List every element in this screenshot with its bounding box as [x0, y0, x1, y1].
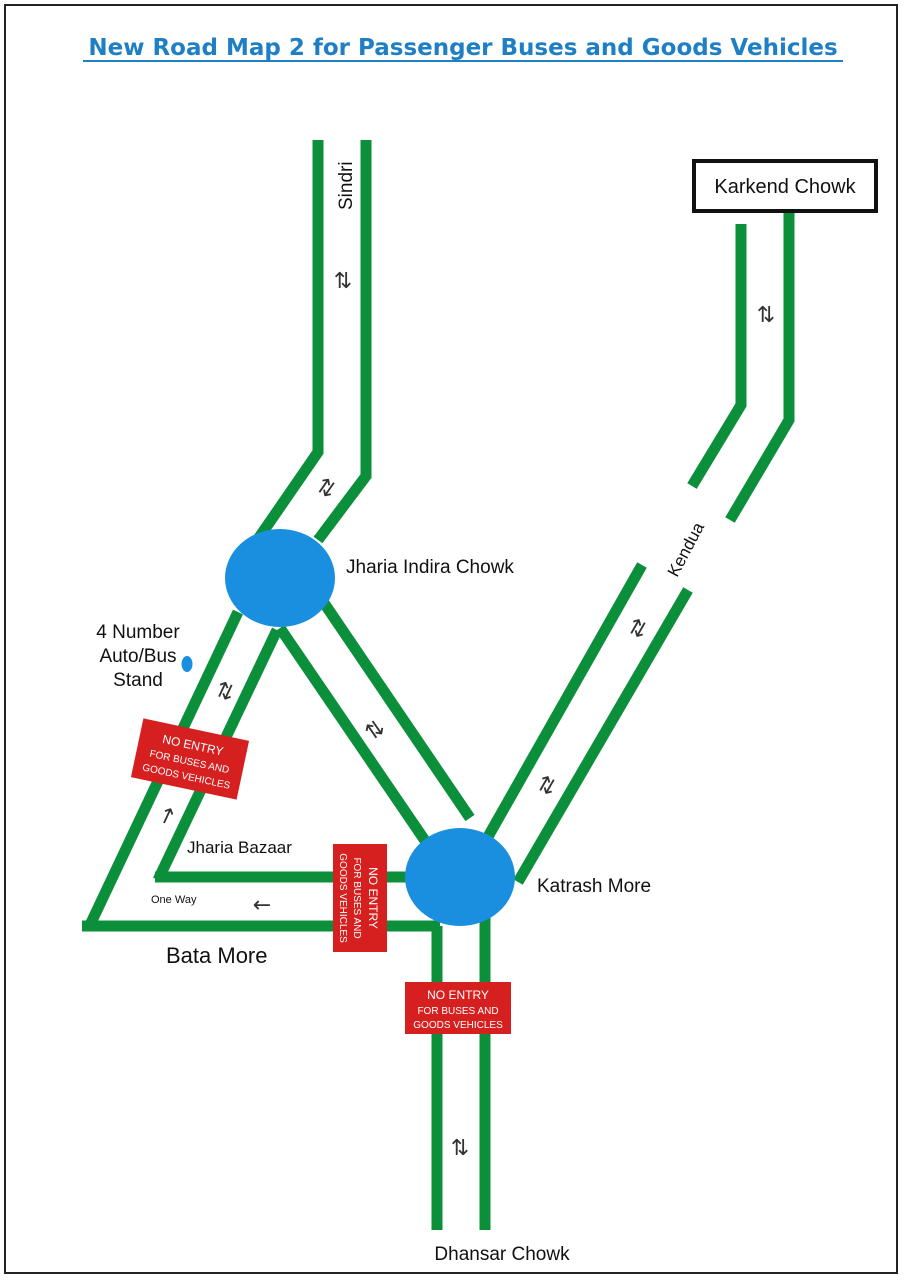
karkend-road-west-edge	[687, 224, 747, 489]
sindri-road-east-edge	[313, 140, 372, 544]
no-entry-sign-line2: FOR BUSES AND	[417, 1006, 498, 1017]
two-way-arrow-icon: ⇅	[532, 771, 560, 802]
kendua-road-west-edge	[480, 562, 647, 845]
no-entry-sign-background	[405, 982, 511, 1034]
auto-bus-stand-label-line1: 4 Number	[96, 622, 180, 643]
two-way-arrow-icon: ⇅	[623, 614, 651, 645]
auto-bus-stand-label-line2: Auto/Bus	[99, 646, 176, 667]
no-entry-sign-line3: GOODS VEHICLES	[413, 1020, 503, 1031]
one-way-up-arrow-icon: ↑	[153, 802, 180, 832]
no-entry-sign-line2: FOR BUSES AND	[351, 857, 362, 938]
jharia-indira-chowk-junction	[225, 529, 335, 627]
sindri-label: Sindri	[336, 161, 357, 210]
jharia-indira-chowk-label: Jharia Indira Chowk	[346, 557, 514, 578]
dhansar-chowk-label: Dhansar Chowk	[434, 1244, 570, 1265]
karkend-chowk-box	[692, 159, 878, 213]
bata-more-label: Bata More	[166, 943, 268, 968]
karkend-chowk-label: Karkend Chowk	[714, 176, 856, 198]
indira-katrash-road-west-edge	[275, 624, 433, 849]
two-way-arrow-icon: ⇅	[211, 677, 238, 707]
no-entry-sign-dhansar-road: NO ENTRY FOR BUSES AND GOODS VEHICLES	[405, 982, 511, 1034]
two-way-arrow-icon: ⇅	[361, 715, 390, 746]
two-way-arrow-icon: ⇅	[757, 303, 775, 328]
two-way-arrow-icon: ⇅	[451, 1136, 469, 1161]
katrash-more-junction	[405, 828, 515, 926]
no-entry-sign-background	[130, 718, 250, 800]
no-entry-sign-indira-bata-road: NO ENTRY FOR BUSES AND GOODS VEHICLES	[130, 718, 250, 800]
auto-bus-stand-marker	[181, 656, 193, 672]
katrash-more-label: Katrash More	[537, 876, 651, 897]
no-entry-sign-line1: NO ENTRY	[366, 867, 380, 929]
map-title: New Road Map 2 for Passenger Buses and G…	[88, 35, 837, 61]
kendua-road-east-edge	[513, 587, 693, 885]
no-entry-sign-line1: NO ENTRY	[427, 988, 489, 1002]
map-frame	[4, 4, 898, 1274]
auto-bus-stand-label-line3: Stand	[113, 670, 163, 691]
karkend-road-east-edge	[725, 212, 795, 523]
kendua-label: Kendua	[664, 519, 709, 580]
no-entry-sign-background	[333, 844, 387, 952]
sindri-road-west-edge	[242, 140, 324, 559]
two-way-arrow-icon: ⇅	[311, 473, 340, 504]
two-way-arrow-icon: ⇅	[334, 269, 352, 294]
one-way-left-arrow-icon: ←	[253, 893, 271, 918]
one-way-label: One Way	[151, 894, 197, 906]
no-entry-sign-line3: GOODS VEHICLES	[337, 853, 348, 943]
jharia-bazaar-label: Jharia Bazaar	[187, 838, 292, 857]
no-entry-sign-bazaar-road: NO ENTRY FOR BUSES AND GOODS VEHICLES	[333, 844, 387, 952]
indira-katrash-road-east-edge	[317, 596, 475, 822]
